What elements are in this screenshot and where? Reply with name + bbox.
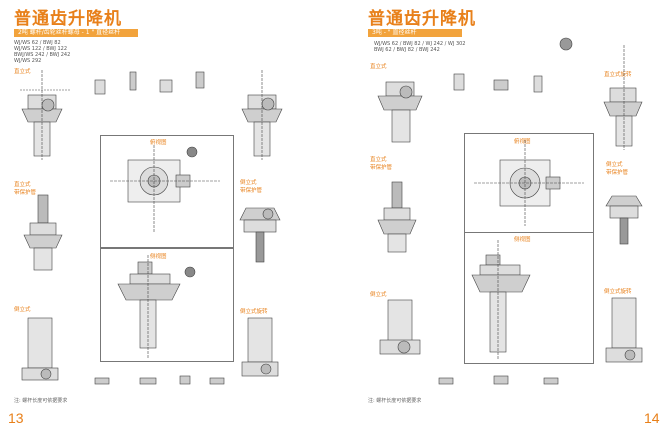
right-page: 普通齿升降机 3吨 - " 直径丝杆 WJ/WS 62 / BWJ 82 / W… [334,0,668,429]
label-upright-protect: 直立式 带保护管 [14,182,37,196]
label-side-view: 侧视图 [150,254,167,260]
footnote-right: 注: 螺杆长度可依据要求 [368,398,422,404]
spec-bar-right: 3吨 - " 直径丝杆 [368,29,462,37]
label-inverted: 倒立式 带保护管 [240,180,263,194]
model-item: WJ/WS 62 / BWJ 82 / WJ 242 / WJ 302 [374,41,466,47]
label-inverted-travel-r: 倒立式旋转 [604,289,632,295]
page-title-left: 普通齿升降机 [14,9,122,29]
label-side-view-r: 侧视图 [514,237,531,243]
label-upright: 直立式 [14,69,31,75]
model-item: BWJ 62 / BWJ 82 / BWJ 242 [374,47,440,53]
label-inverted-travel: 倒立式旋转 [240,309,268,315]
side-view-box [100,248,234,362]
model-item: BWJ/WS 242 / BWJ 242 [14,52,71,58]
model-item: WJ/WS 62 / BWJ 82 [14,40,61,46]
side-view-box-r [464,232,594,364]
technical-drawings-right [377,37,643,385]
left-page: 普通齿升降机 2吨 螺杆/齿轮丝杆螺母 - 1 " 直径丝杆 WJ/WS 62 … [8,9,283,426]
label-upright-a: 直立式 [370,64,387,70]
model-item: WJ/WS 292 [14,58,42,64]
model-list-right: WJ/WS 62 / BWJ 82 / WJ 242 / WJ 302 BWJ … [374,41,466,53]
technical-drawings-left [20,70,283,385]
label-top-view: 俯视图 [150,140,167,146]
model-list-left: WJ/WS 62 / BWJ 82 WJ/WS 122 / BWJ 122 BW… [14,40,70,64]
label-inverted-protect-r: 倒立式 带保护管 [606,162,629,176]
label-upright-b: 直立式旋转 [604,72,632,78]
page-number-left: 13 [8,410,24,426]
label-inverted-r: 倒立式 [370,292,387,298]
page-number-right: 14 [644,410,660,426]
label-upright-protect-r: 直立式 带保护管 [370,157,393,171]
footnote-left: 注: 螺杆长度可依据要求 [14,398,68,404]
label-top-view-r: 俯视图 [514,139,531,145]
model-item: WJ/WS 122 / BWJ 122 [14,46,68,52]
page-title-right: 普通齿升降机 [368,9,476,29]
label-inverted-rot: 倒立式 [14,307,31,313]
top-view-box [100,135,234,248]
spec-bar-left: 2吨 螺杆/齿轮丝杆螺母 - 1 " 直径丝杆 [14,29,138,37]
